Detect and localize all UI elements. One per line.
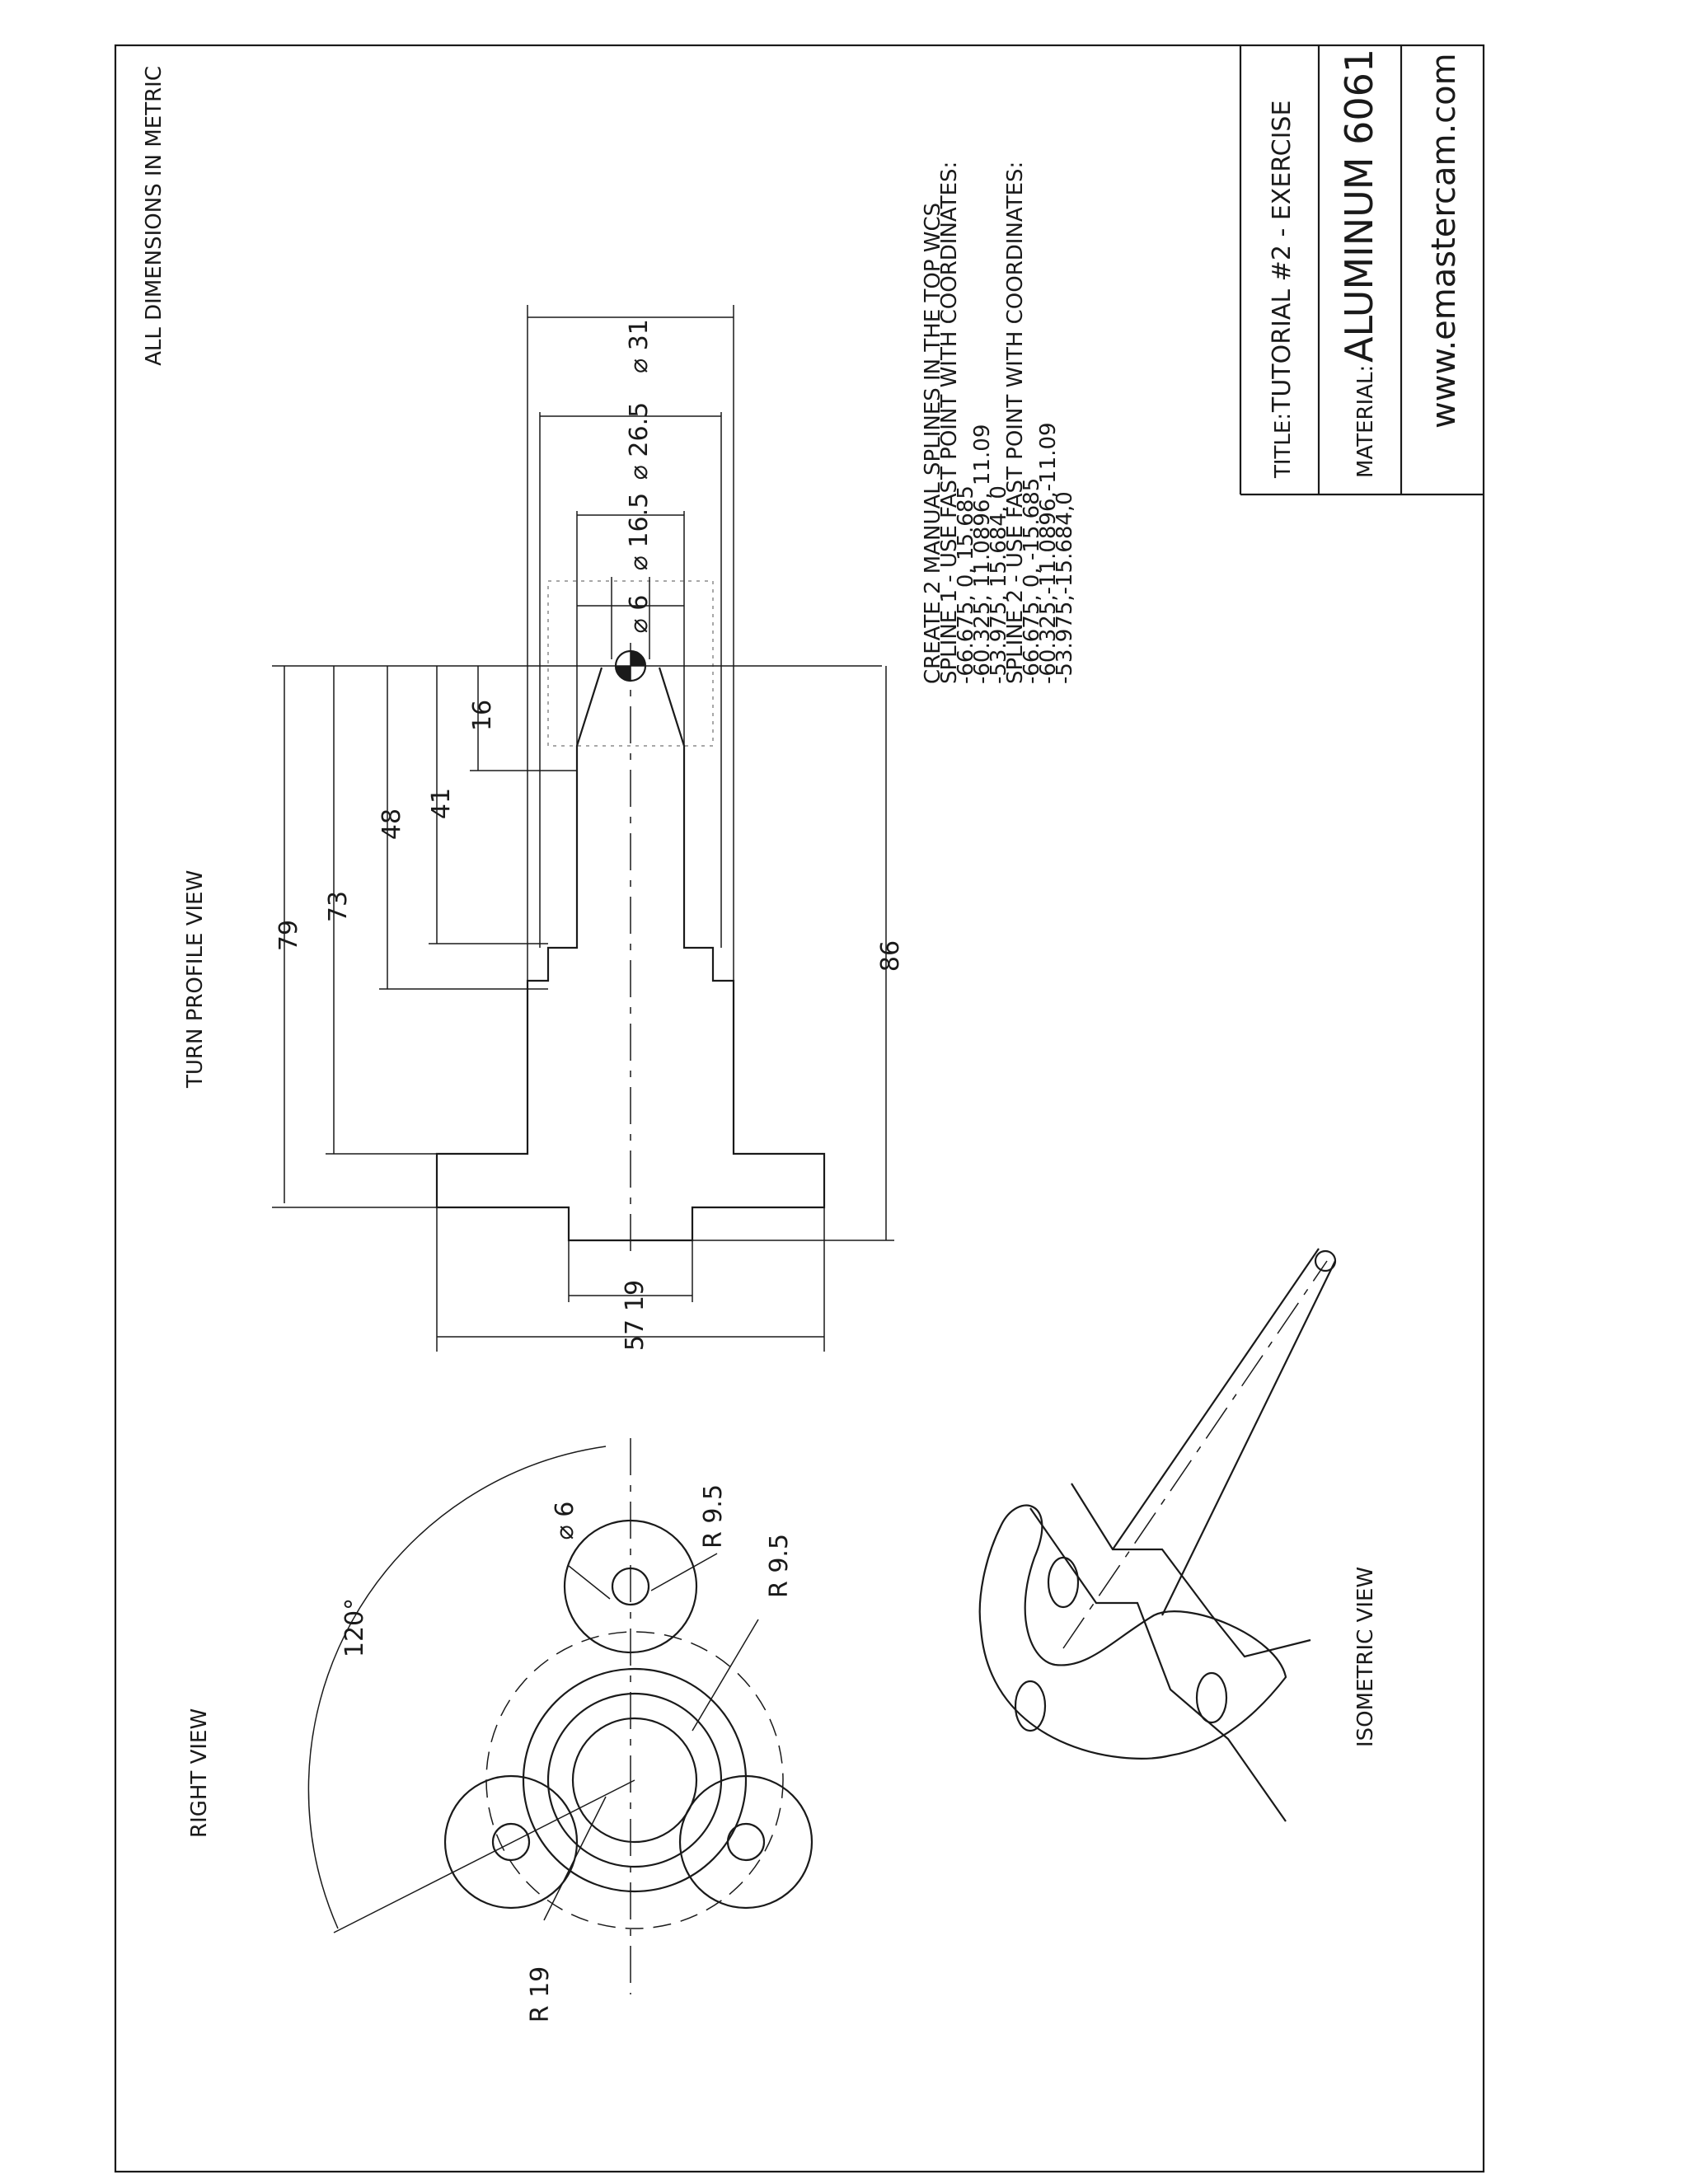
- isometric-view-label: ISOMETRIC VIEW: [1353, 1567, 1378, 1747]
- dim-79: 79: [274, 920, 303, 951]
- dim-angle-120: 120°: [340, 1598, 369, 1657]
- dim-d31: ⌀ 31: [625, 319, 654, 373]
- material-label: MATERIAL:: [1353, 365, 1378, 478]
- dim-hole-d6: ⌀ 6: [551, 1502, 579, 1540]
- note-line-2: SPLINE 1 - USE FAST POINT WITH COORDINAT…: [937, 162, 962, 684]
- note-line-9: -53.975,-15.684,0: [1053, 491, 1077, 684]
- title-value: TUTORIAL #2 - EXERCISE: [1268, 101, 1296, 413]
- dim-diameters: [527, 305, 734, 981]
- dim-d6: ⌀ 6: [625, 595, 654, 634]
- right-view: [307, 1438, 814, 1994]
- note-line-1: CREATE 2 MANUAL SPLINES IN THE TOP WCS: [921, 203, 945, 684]
- turn-profile-label: TURN PROFILE VIEW: [183, 870, 208, 1089]
- dim-48: 48: [377, 808, 406, 840]
- dim-86: 86: [876, 940, 905, 972]
- dim-widths: [436, 1207, 825, 1352]
- dim-41: 41: [427, 788, 456, 819]
- dim-d16-5: ⌀ 16.5: [625, 493, 654, 570]
- note-line-3: -66.675, 0, 15.685: [954, 485, 978, 684]
- isometric-view: [978, 1248, 1337, 1822]
- website: www.emastercam.com: [1425, 53, 1463, 429]
- dim-d26-5: ⌀ 26.5: [625, 402, 654, 480]
- dim-r19: R 19: [526, 1966, 555, 2023]
- dim-57: 57: [621, 1319, 649, 1351]
- note-line-6: SPLINE 2 - USE FAST POINT WITH COORDINAT…: [1003, 162, 1028, 684]
- note-line-8: -60.325,-11.0896,-11.09: [1036, 422, 1061, 684]
- sheet-border: [114, 44, 1485, 2173]
- note-line-5: -53.975, 15.684, 0: [987, 485, 1011, 684]
- metric-note: ALL DIMENSIONS IN METRIC: [142, 66, 166, 366]
- note-line-4: -60.325, 11.0896, 11.09: [970, 424, 995, 684]
- title-block: TITLE: TUTORIAL #2 - EXERCISE MATERIAL: …: [1268, 49, 1463, 479]
- dim-73: 73: [324, 891, 353, 922]
- dim-r9-5-inner: R 9.5: [765, 1534, 794, 1598]
- title-label: TITLE:: [1271, 413, 1296, 479]
- header-note: ALL DIMENSIONS IN METRIC: [142, 66, 166, 366]
- dim-16: 16: [468, 700, 497, 731]
- note-line-7: -66.675, 0, -15.685: [1020, 478, 1044, 684]
- right-view-label: RIGHT VIEW: [187, 1708, 212, 1838]
- dim-19: 19: [621, 1280, 649, 1311]
- dim-lengths: [272, 666, 894, 1241]
- material-value: ALUMINUM 6061: [1337, 49, 1381, 363]
- dim-r9-5-outer: R 9.5: [699, 1484, 728, 1549]
- spline-notes: CREATE 2 MANUAL SPLINES IN THE TOP WCS S…: [921, 162, 1077, 684]
- turn-profile-view: ⌀ 31 ⌀ 26.5 ⌀ 16.5 ⌀ 6 79 73 48 41 16 86: [272, 305, 905, 1352]
